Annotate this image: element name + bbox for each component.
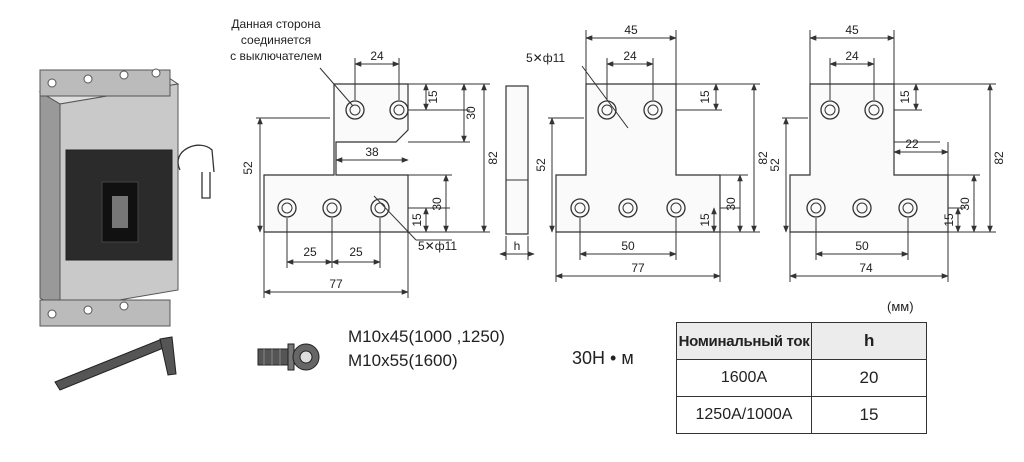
dim-bot-v-30: 30 xyxy=(724,197,738,211)
table-header-cell: h xyxy=(811,322,927,360)
rating-table: Номинальный ток h 1600A 20 1250A/1000A 1… xyxy=(676,322,927,434)
hex-key-icon xyxy=(54,336,177,391)
busbar-plate-right: 45 24 22 50 74 52 82 15 15 30 xyxy=(768,23,1006,282)
dim-top-v-15: 15 xyxy=(898,90,912,104)
dim-top-v-15: 15 xyxy=(698,90,712,104)
table-cell: 1600A xyxy=(676,359,812,397)
dim-bot-v-30: 30 xyxy=(430,197,444,211)
circuit-breaker-illustration xyxy=(38,68,215,327)
table-cell: 15 xyxy=(811,396,927,434)
dim-offset: 22 xyxy=(905,137,919,151)
dim-bot-v-15: 15 xyxy=(698,213,712,227)
dim-top-spacing: 24 xyxy=(623,49,637,63)
dim-bottom-spacing: 50 xyxy=(855,239,869,253)
connection-side-note: Данная сторона соединяется с выключателе… xyxy=(206,16,346,64)
dim-top-spacing: 24 xyxy=(845,49,859,63)
hole-callout-left: 5✕ф11 xyxy=(418,239,457,253)
dim-width: 77 xyxy=(329,277,343,291)
busbar-plate-left: 24 38 25 25 77 52 82 15 30 15 30 5✕ф11 xyxy=(241,49,500,298)
dim-bot-v-15: 15 xyxy=(942,213,956,227)
table-row: 1600A 20 xyxy=(676,359,927,397)
dim-top-v-15: 15 xyxy=(426,90,440,104)
bolt-icon xyxy=(257,343,320,371)
table-header-cell: Номинальный ток xyxy=(676,322,812,360)
busbar-side-view: h xyxy=(499,85,535,260)
dim-left-height: 52 xyxy=(241,161,255,175)
side-thickness-label: h xyxy=(514,239,521,253)
dim-bottom-spacing: 50 xyxy=(621,239,635,253)
table-row: 1250A/1000A 15 xyxy=(676,396,927,434)
dim-total-height: 82 xyxy=(992,151,1006,165)
dim-bot-v-30: 30 xyxy=(958,197,972,211)
units-label: (мм) xyxy=(887,299,914,314)
dim-total-height: 82 xyxy=(756,151,770,165)
dim-bottom-spacing-1: 25 xyxy=(303,245,317,259)
table-cell: 1250A/1000A xyxy=(676,396,812,434)
note-line: соединяется xyxy=(240,33,312,47)
dim-left-height: 52 xyxy=(534,158,548,172)
note-line: Данная сторона xyxy=(231,17,321,31)
busbar-plate-middle: 45 24 50 77 52 82 15 15 30 5✕ф11 xyxy=(526,23,770,282)
dim-width: 77 xyxy=(631,261,645,275)
table-header-row: Номинальный ток h xyxy=(676,322,927,360)
torque-value: 30Н • м xyxy=(572,348,634,368)
dim-total-height: 82 xyxy=(486,151,500,165)
dim-bottom-spacing-2: 25 xyxy=(349,245,363,259)
bolt-spec-1: M10x45(1000 ,1250) xyxy=(348,327,505,346)
dim-left-height: 52 xyxy=(768,158,782,172)
dim-width: 74 xyxy=(859,261,873,275)
dim-top-width: 45 xyxy=(845,23,859,37)
dim-top-spacing: 24 xyxy=(370,49,384,63)
dim-top-v-30: 30 xyxy=(464,106,478,120)
hole-callout-middle: 5✕ф11 xyxy=(526,51,565,65)
dim-bot-v-15: 15 xyxy=(410,213,424,227)
dim-top-width: 45 xyxy=(624,23,638,37)
note-line: с выключателем xyxy=(230,49,322,63)
table-cell: 20 xyxy=(811,359,927,397)
bolt-spec-2: M10x55(1600) xyxy=(348,351,458,370)
dim-offset: 38 xyxy=(365,145,379,159)
